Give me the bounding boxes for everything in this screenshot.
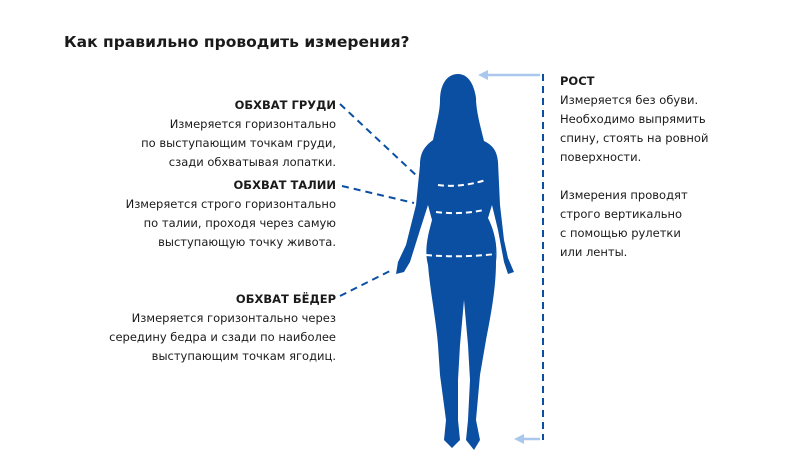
top-arrow-head (478, 70, 488, 80)
chest-heading: ОБХВАТ ГРУДИ (234, 98, 336, 112)
height-heading: РОСТ (560, 74, 595, 88)
chest-line (437, 179, 487, 187)
bottom-arrow-head (514, 434, 524, 444)
height-text-2: Измерения проводят строго вертикально с … (560, 188, 688, 259)
hips-line (425, 253, 497, 258)
chest-block: ОБХВАТ ГРУДИ Измеряется горизонтально по… (141, 96, 336, 172)
hips-pointer (339, 269, 393, 297)
waist-heading: ОБХВАТ ТАЛИИ (233, 178, 336, 192)
chest-pointer (339, 103, 419, 178)
waist-pointer (341, 185, 415, 204)
measure-lines (425, 179, 497, 258)
waist-text: Измеряется строго горизонтально по талии… (125, 197, 336, 249)
hips-block: ОБХВАТ БЁДЕР Измеряется горизонтально че… (109, 290, 336, 366)
chest-text: Измеряется горизонтально по выступающим … (141, 117, 336, 169)
hips-heading: ОБХВАТ БЁДЕР (235, 292, 336, 306)
page-title: Как правильно проводить измерения? (64, 33, 410, 51)
waist-line (435, 209, 485, 215)
waist-block: ОБХВАТ ТАЛИИ Измеряется строго горизонта… (126, 176, 336, 252)
hips-text: Измеряется горизонтально через середину … (109, 311, 336, 363)
height-text-1: Измеряется без обуви. Необходимо выпрями… (560, 93, 709, 164)
height-arrows (478, 70, 540, 444)
woman-silhouette (396, 74, 514, 450)
height-block: РОСТ Измеряется без обуви. Необходимо вы… (560, 72, 708, 262)
